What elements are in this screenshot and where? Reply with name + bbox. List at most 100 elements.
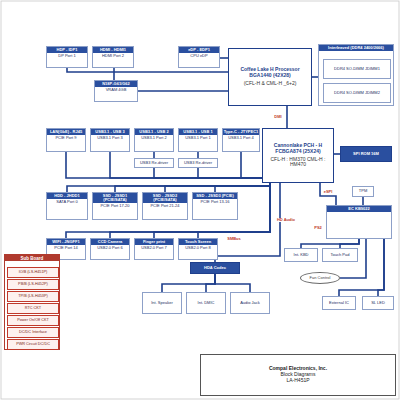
connector <box>215 183 270 192</box>
node-heading: Type-C - JTYPEC1 <box>223 129 259 135</box>
node-heading: DDR4 SO-DIMM JDIMM2 <box>324 91 390 96</box>
node-text: USB3.1 Port 2 <box>135 135 173 141</box>
signal-name: PS2 <box>314 226 322 230</box>
node-heading: RTC CKT <box>8 306 58 310</box>
component-box: TPM <box>352 186 374 197</box>
board-item: PWR Circuit DC/DC <box>7 339 59 350</box>
node-heading: Sub Board <box>5 255 59 261</box>
component-box: Int. DMIC <box>186 292 226 314</box>
board-item: Power On/Off CKT <box>7 315 59 326</box>
connector <box>67 183 270 192</box>
node-heading: SSD - JSSD2 (PCIE/SATA) <box>143 193 187 203</box>
node-heading: HDP - IDP1 <box>47 47 87 53</box>
chip-box: Coffee Lake H Processor BGA1440 (42X28) (… <box>228 48 312 106</box>
node-heading: External IC <box>323 301 355 306</box>
node-heading: USB3.1 - USB 2 <box>135 129 173 135</box>
node-heading: Cannonlake PCH - H FCBGA874 (25X24) <box>265 143 331 155</box>
node-text: PCIE Port 9 <box>47 135 85 141</box>
component-box: Int. Speaker <box>142 292 182 314</box>
node-heading: Touch Screen <box>179 239 217 245</box>
connector <box>340 239 359 248</box>
node-text: PCIE Port 13-16 <box>193 199 237 205</box>
bus-label: eSPI <box>324 190 333 194</box>
node-text: PCIE Port 17-20 <box>93 203 137 209</box>
component-box: SSD - JSSD1 (PCIE/SATA)PCIE Port 17-20 <box>92 192 138 220</box>
title-block: Compal Electronics, Inc.Block DiagramsLA… <box>200 354 396 396</box>
component-box: USB3 Re-driver <box>178 158 218 168</box>
component-box: SL LED <box>362 296 394 310</box>
node-heading: Touch Pad <box>323 253 357 258</box>
component-box: DDR4 SO-DIMM JDIMM1 <box>323 59 391 79</box>
connector <box>206 274 215 292</box>
signal-name: SMBus <box>227 237 241 241</box>
component-box: USB3.1 - USB 3USB3.1 Port 3 <box>90 128 130 152</box>
node-heading: SPI ROM 16M <box>341 152 391 157</box>
connector <box>301 239 359 248</box>
node-heading: Int. KBD <box>285 253 317 258</box>
node-heading: USB3 Re-driver <box>179 161 217 166</box>
connector <box>198 168 262 178</box>
node-text: DP Port 1 <box>47 53 87 59</box>
chip-box: Cannonlake PCH - H FCBGA874 (25X24) CFL-H… <box>262 128 334 183</box>
connector <box>215 274 250 292</box>
node-heading: Finger print <box>135 239 173 245</box>
node-heading: Coffee Lake H Processor BGA1440 (42X28) <box>231 67 309 79</box>
node-heading: N18P-G61/G62 <box>95 81 137 87</box>
component-box: HDP - IDP1DP Port 1 <box>46 46 88 68</box>
component-box: HDD - JHDD1SATA Port 0 <box>46 192 88 220</box>
node-heading: TPM <box>353 189 373 194</box>
component-box: DDR4 SO-DIMM JDIMM2 <box>323 83 391 103</box>
component-box: SSD - JSSD3 (PCIE)PCIE Port 13-16 <box>192 192 238 220</box>
node-heading: IO/B (LS-H451P) <box>8 270 58 274</box>
component-box: USB3.1 - USB 1USB3.1 Port 1 <box>178 128 218 152</box>
component-box: USB3.1 - USB 2USB3.1 Port 2 <box>134 128 174 152</box>
component-box: Type-C - JTYPEC1USB3.1 Port 4 <box>222 128 260 152</box>
connector <box>67 68 228 72</box>
board-item: IO/B (LS-H451P) <box>7 267 59 278</box>
node-heading: HDA Codec <box>191 266 239 271</box>
node-text: PCIE Port 14 <box>47 245 85 251</box>
board-item: TP/B (LS-H453P) <box>7 291 59 302</box>
node-heading: Fan Control <box>301 276 339 281</box>
node-text: CPU eDP <box>179 53 219 59</box>
node-heading: CCD Camera <box>91 239 129 245</box>
node-heading: Power On/Off CKT <box>8 318 58 322</box>
component-box: Interleaved (DDR4 2400/2666) DDR4 SO-DIMM… <box>318 44 394 106</box>
component-box: EC KB9022 <box>326 205 392 239</box>
node-heading: Audio Jack <box>231 301 269 306</box>
component-box: SSD - JSSD2 (PCIE/SATA)PCIE Port 21-24 <box>142 192 188 220</box>
connector <box>320 183 336 205</box>
component-box: Touch Pad <box>322 248 358 262</box>
node-text: USB2.0 Port 8 <box>179 245 217 251</box>
connector <box>113 68 115 80</box>
node-heading: USB3.1 - USB 1 <box>179 129 217 135</box>
connector <box>378 239 384 296</box>
node-text: LA-H451P <box>201 378 395 384</box>
board-item: PB/B (LS-H452P) <box>7 279 59 290</box>
component-box: Finger printUSB2.0 Port 7 <box>134 238 174 260</box>
node-heading: SSD - JSSD3 (PCIE) <box>193 193 237 199</box>
node-text: PCIE Port 21-24 <box>143 203 187 209</box>
connector <box>286 106 288 128</box>
component-box: LAN(GbE) - RJ45PCIE Port 9 <box>46 128 86 152</box>
connector <box>162 274 215 292</box>
fan-oval: Fan Control <box>300 272 340 284</box>
node-text: USB3.1 Port 4 <box>223 135 259 141</box>
node-heading: eDP - EDP1 <box>179 47 219 53</box>
connector <box>220 57 228 59</box>
board-group: Sub BoardIO/B (LS-H451P) PB/B (LS-H452P)T… <box>4 254 60 350</box>
node-text: CFL-H : HM370 CML-H : HM470 <box>265 157 331 169</box>
node-text: USB3.1 Port 1 <box>179 135 217 141</box>
connector <box>66 152 262 178</box>
component-box: Audio Jack <box>230 292 270 314</box>
node-text: (CFL-H & CML-H _6+2) <box>231 81 309 87</box>
board-item: RTC CKT <box>7 303 59 314</box>
component-box: HDA Codec <box>190 262 240 274</box>
node-heading: Int. DMIC <box>187 301 225 306</box>
connector <box>115 183 270 192</box>
connector <box>66 183 270 238</box>
node-heading: SL LED <box>363 301 393 306</box>
node-text: USB2.0 Port 6 <box>91 245 129 251</box>
node-heading: Interleaved (DDR4 2400/2666) <box>319 45 393 51</box>
